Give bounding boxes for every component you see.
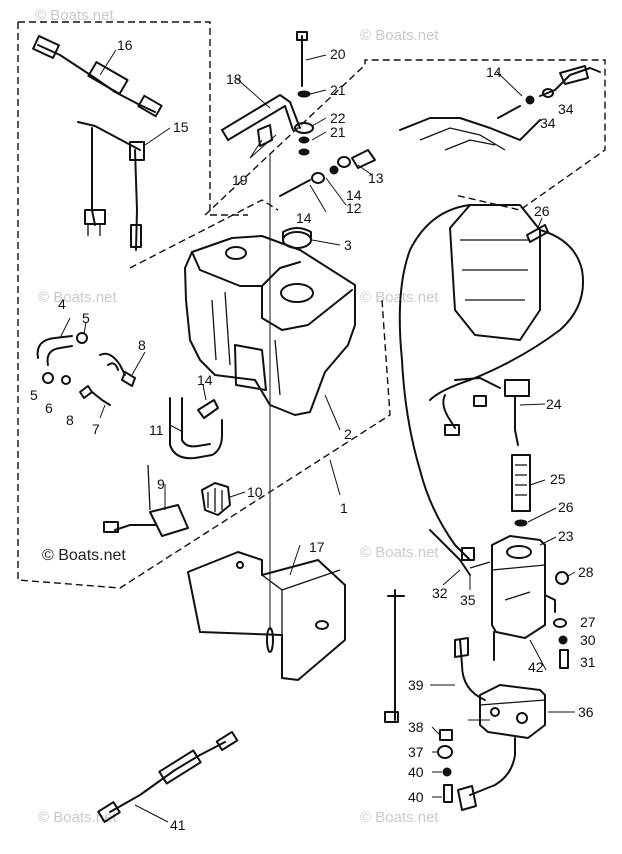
callout-16: 16: [117, 37, 133, 53]
callout-15: 15: [173, 119, 189, 135]
parts-32-34: [429, 529, 491, 576]
watermark: © Boats.net: [360, 27, 439, 44]
callout-3: 3: [344, 237, 352, 253]
part-16-cable: [32, 35, 163, 118]
callout-28: 27: [580, 614, 596, 630]
watermark: © Boats.net: [35, 7, 114, 24]
callout-2: 2: [344, 426, 352, 442]
part-41-cable: [97, 730, 239, 823]
callout-21-a: 21: [330, 82, 346, 98]
callout-9: 9: [157, 476, 165, 492]
part-38-hose: [454, 637, 486, 701]
callout-6: 6: [45, 400, 53, 416]
callout-34-b: 35: [460, 592, 476, 608]
part-26-oring: [514, 519, 528, 527]
callout-27: 26: [534, 203, 550, 219]
upper-right-fuel-line: [399, 65, 601, 151]
callout-29: 28: [578, 564, 594, 580]
callout-8-a: 8: [138, 337, 146, 353]
callout-13: 13: [368, 170, 384, 186]
callout-40: 40: [408, 789, 424, 805]
callout-31: 31: [580, 654, 596, 670]
callout-20: 20: [330, 46, 346, 62]
callout-30: 30: [580, 632, 596, 648]
parts-12-13-14-upper: [279, 149, 376, 197]
parts-20-21-22: [294, 31, 314, 156]
callout-24: 24: [546, 396, 562, 412]
callout-22: 22: [330, 110, 346, 126]
callout-36: 37: [408, 744, 424, 760]
callout-33: 34: [540, 115, 556, 131]
callout-14-b: 14: [346, 187, 362, 203]
callout-25: 25: [550, 471, 566, 487]
callout-39: 40: [408, 764, 424, 780]
callout-labels: 16 15 20 21 22 21 18 19 14 34 34 13 14 1…: [30, 37, 596, 833]
part-17-plate: [187, 551, 346, 681]
part-10-strainer: [201, 482, 231, 516]
callout-32: 32: [432, 585, 448, 601]
leader-lines: [59, 49, 576, 823]
watermark: © Boats.net: [38, 289, 117, 306]
part-35-pump: [479, 684, 546, 739]
callout-4: 4: [58, 296, 66, 312]
watermark: © Boats.net: [360, 809, 439, 826]
callout-41: 41: [170, 817, 186, 833]
right-engine-block: [449, 204, 549, 341]
callout-12: 12: [346, 200, 362, 216]
watermark: © Boats.net: [360, 544, 439, 561]
group-outlines: [17, 21, 606, 589]
callout-38: 39: [408, 677, 424, 693]
part-9-switch: [103, 464, 189, 537]
callout-17: 17: [309, 539, 325, 555]
right-hose-loop: [398, 204, 584, 561]
callout-11: 11: [149, 422, 164, 438]
callout-26: 26: [558, 499, 574, 515]
callout-14-c: 14: [296, 210, 312, 226]
callout-37: 38: [408, 719, 424, 735]
callout-1: 1: [340, 500, 348, 516]
watermarks: © Boats.net © Boats.net © Boats.net © Bo…: [35, 7, 439, 826]
part-11-hose: [169, 397, 223, 460]
callout-14-a: 14: [486, 64, 502, 80]
left-fuel-line: [384, 589, 405, 723]
callout-19: 19: [232, 172, 248, 188]
callout-21-b: 21: [330, 124, 346, 140]
callout-14-d: 14: [197, 372, 213, 388]
part-2-oil-tank: [184, 235, 356, 416]
callout-7: 7: [92, 421, 100, 437]
parts-28-31: [553, 571, 569, 669]
part-23-subtank: [491, 535, 556, 639]
lower-pump-hose: [457, 737, 516, 811]
callout-34-a: 34: [558, 101, 574, 117]
callout-5-b: 5: [30, 387, 38, 403]
callout-10: 10: [247, 484, 263, 500]
callout-18: 18: [226, 71, 242, 87]
callout-5-a: 5: [82, 310, 90, 326]
part-18-strap: [221, 94, 301, 147]
watermark-dark: © Boats.net: [42, 547, 126, 564]
callout-35: 36: [578, 704, 594, 720]
parts-4-8-fittings: [36, 332, 136, 406]
callout-23: 23: [558, 528, 574, 544]
callout-8-b: 8: [66, 412, 74, 428]
watermark: © Boats.net: [38, 809, 117, 826]
part-14-mid-clamp: [197, 399, 219, 419]
part-15-harness: [77, 121, 145, 251]
part-25-filter: [511, 454, 531, 512]
part-24-sensor: [442, 377, 530, 446]
parts-36-40: [437, 719, 490, 803]
callout-42: 42: [528, 659, 544, 675]
